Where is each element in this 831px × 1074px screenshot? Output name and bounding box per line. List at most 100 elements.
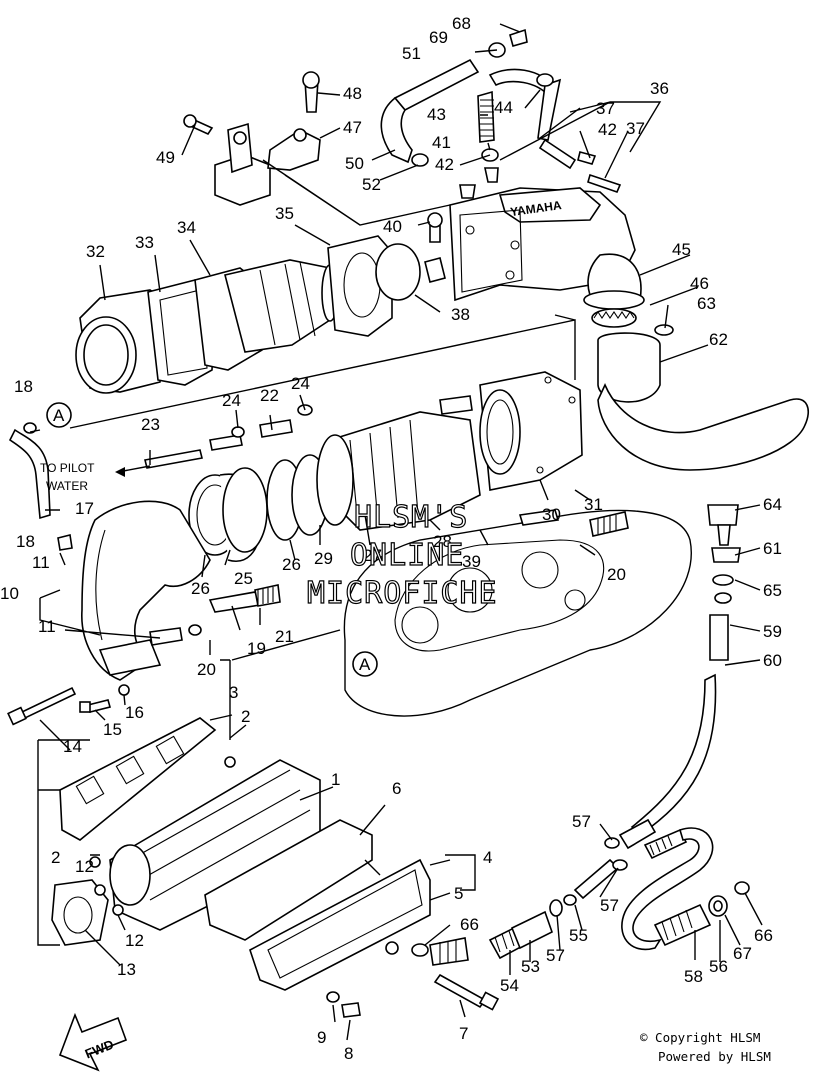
muffler-middle-assembly — [188, 371, 583, 562]
callout-36: 36 — [650, 79, 669, 98]
callout-45: 45 — [672, 240, 691, 259]
callout-18: 18 — [16, 532, 35, 551]
copyright-text: © Copyright HLSM — [640, 1030, 760, 1045]
callout-68: 68 — [452, 14, 471, 33]
callout-20: 20 — [197, 660, 216, 679]
muffler-upper-assembly — [75, 235, 421, 394]
callout-24: 24 — [291, 374, 310, 393]
callout-47: 47 — [343, 118, 362, 137]
engine-block-outline — [343, 509, 692, 717]
pilot-water-label: TO PILOT WATER — [40, 461, 151, 493]
callout-34: 34 — [177, 218, 196, 237]
callout-27: 27 — [363, 546, 382, 565]
callout-1: 1 — [331, 770, 340, 789]
pilot-water-line2: WATER — [46, 479, 88, 493]
pilot-water-line1: TO PILOT — [40, 461, 95, 475]
callout-26: 26 — [282, 555, 301, 574]
callout-65: 65 — [763, 581, 782, 600]
callout-2: 2 — [241, 707, 250, 726]
callout-54: 54 — [500, 976, 519, 995]
callout-31: 31 — [584, 495, 603, 514]
callout-18: 18 — [14, 377, 33, 396]
callout-25: 25 — [234, 569, 253, 588]
callout-57: 57 — [546, 946, 565, 965]
watermark-line1: HLSM'S — [354, 500, 468, 535]
manifold-gaskets — [51, 717, 500, 1018]
marker-a-top-circle — [46, 402, 72, 428]
callout-60: 60 — [763, 651, 782, 670]
callout-16: 16 — [125, 703, 144, 722]
leader-lines — [29, 23, 763, 1041]
callout-5: 5 — [454, 884, 463, 903]
callout-3: 3 — [229, 683, 238, 702]
callout-58: 58 — [684, 967, 703, 986]
bracket-parts — [183, 71, 321, 206]
callout-66: 66 — [754, 926, 773, 945]
callout-8: 8 — [344, 1044, 353, 1063]
callout-52: 52 — [362, 175, 381, 194]
callout-15: 15 — [103, 720, 122, 739]
callout-26: 26 — [191, 579, 210, 598]
callout-50: 50 — [345, 154, 364, 173]
callout-32: 32 — [86, 242, 105, 261]
exhaust-elbow — [8, 404, 313, 681]
callout-37: 37 — [596, 99, 615, 118]
callout-30: 30 — [542, 505, 561, 524]
callout-46: 46 — [690, 274, 709, 293]
callout-numbers: 1 2 2 3 4 5 6 7 8 9 10 11 11 12 12 13 14… — [0, 14, 782, 1063]
reference-markers: A A — [46, 402, 378, 677]
callout-59: 59 — [763, 622, 782, 641]
callout-20: 20 — [607, 565, 626, 584]
callout-22: 22 — [260, 386, 279, 405]
callout-57: 57 — [572, 812, 591, 831]
marker-a-bottom: A — [359, 655, 371, 674]
water-hoses-right — [411, 504, 750, 966]
callout-49: 49 — [156, 148, 175, 167]
powered-by-text: Powered by HLSM — [658, 1049, 771, 1064]
callout-56: 56 — [709, 957, 728, 976]
callout-57: 57 — [600, 896, 619, 915]
part-drawings: YAMAHA — [7, 28, 809, 1072]
callout-13: 13 — [117, 960, 136, 979]
callout-12: 12 — [125, 931, 144, 950]
callout-10: 10 — [0, 584, 19, 603]
callout-42: 42 — [598, 120, 617, 139]
callout-55: 55 — [569, 926, 588, 945]
callout-42: 42 — [435, 155, 454, 174]
callout-62: 62 — [709, 330, 728, 349]
callout-11: 11 — [38, 617, 56, 636]
callout-38: 38 — [451, 305, 470, 324]
marker-a-top: A — [53, 406, 65, 425]
callout-63: 63 — [697, 294, 716, 313]
callout-7: 7 — [459, 1024, 468, 1043]
callout-43: 43 — [427, 105, 446, 124]
footer: © Copyright HLSM Powered by HLSM — [640, 1030, 771, 1064]
callout-37: 37 — [626, 119, 645, 138]
callout-11: 11 — [32, 553, 50, 572]
callout-9: 9 — [317, 1028, 326, 1047]
callout-28: 28 — [433, 532, 452, 551]
callout-29: 29 — [314, 549, 333, 568]
callout-51: 51 — [402, 44, 421, 63]
callout-12: 12 — [75, 857, 94, 876]
callout-41: 41 — [432, 133, 451, 152]
fwd-arrow: FWD — [58, 1012, 128, 1072]
callout-2: 2 — [51, 848, 60, 867]
callout-39: 39 — [462, 552, 481, 571]
watermark-line2: ONLINE — [350, 538, 464, 573]
exhaust-chamber-top: YAMAHA — [424, 187, 809, 471]
callout-6: 6 — [392, 779, 401, 798]
marker-a-bottom-circle — [352, 651, 378, 677]
top-hoses — [380, 28, 622, 243]
callout-17: 17 — [75, 499, 94, 518]
callout-67: 67 — [733, 944, 752, 963]
callout-40: 40 — [383, 217, 402, 236]
callout-33: 33 — [135, 233, 154, 252]
watermark: HLSM'S ONLINE MICROFICHE — [306, 499, 497, 611]
callout-53: 53 — [521, 957, 540, 976]
callout-21: 21 — [275, 627, 294, 646]
callout-35: 35 — [275, 204, 294, 223]
callout-66: 66 — [460, 915, 479, 934]
callout-64: 64 — [763, 495, 782, 514]
